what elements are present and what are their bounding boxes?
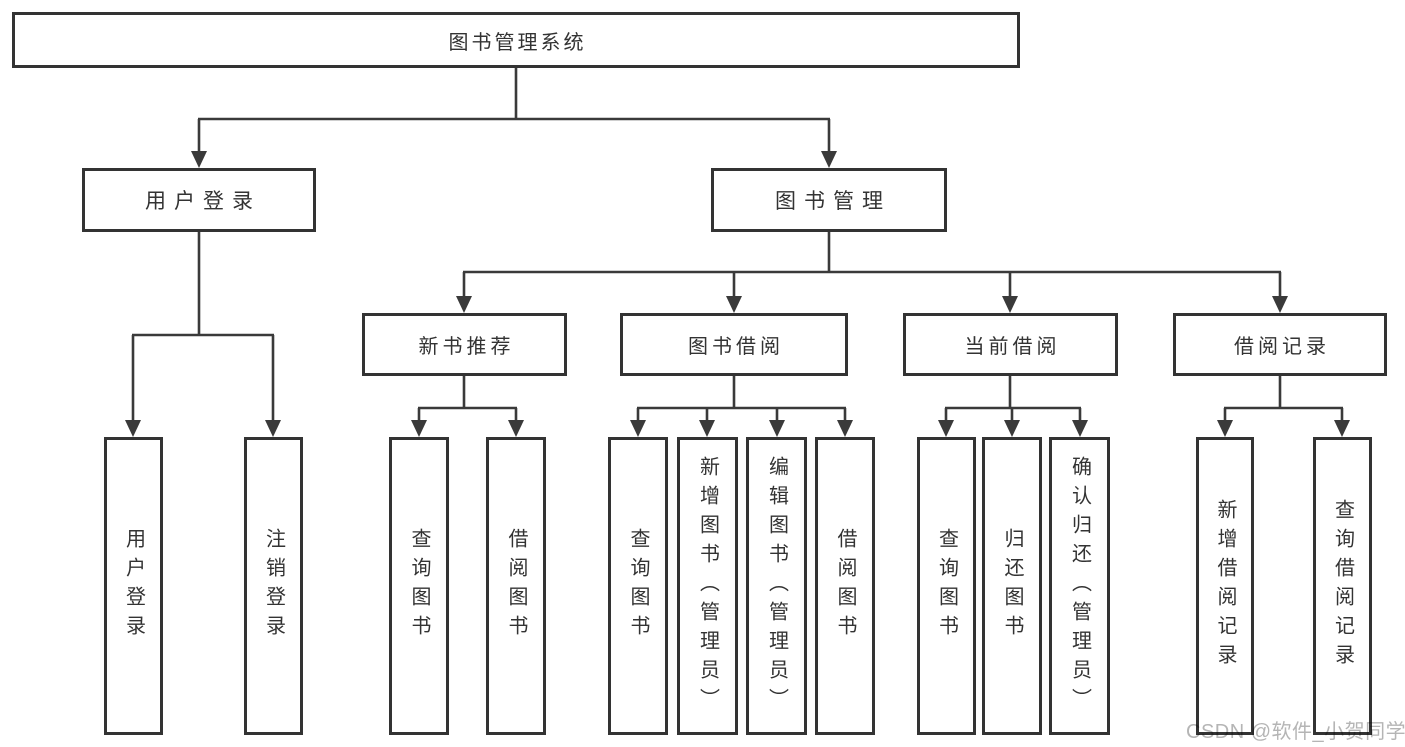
connector-book-management-to-level3 — [456, 232, 1288, 313]
node-borrow-records: 借阅记录 — [1173, 313, 1387, 376]
leaf-query-book-recommend: 查询图书 — [389, 437, 449, 735]
node-root-system: 图书管理系统 — [12, 12, 1020, 68]
leaf-query-book-current-label: 查询图书 — [935, 528, 958, 644]
node-user-login: 用户登录 — [82, 168, 316, 232]
leaf-logout-label: 注销登录 — [262, 528, 285, 644]
leaf-borrow-book: 借阅图书 — [815, 437, 875, 735]
connector-borrow-records-to-leaves — [1217, 376, 1350, 437]
leaf-query-book-borrow-label: 查询图书 — [627, 528, 649, 644]
leaf-confirm-return-admin: 确认归还（管理员） — [1049, 437, 1110, 735]
leaf-return-book: 归还图书 — [982, 437, 1042, 735]
leaf-user-login: 用户登录 — [104, 437, 163, 735]
leaf-borrow-book-recommend-label: 借阅图书 — [505, 528, 527, 644]
connector-user-login-to-leaves — [125, 232, 281, 437]
connector-book-borrow-to-leaves — [630, 376, 853, 437]
leaf-query-book-borrow: 查询图书 — [608, 437, 668, 735]
connector-root-to-level2 — [191, 68, 837, 168]
leaf-borrow-book-recommend: 借阅图书 — [486, 437, 546, 735]
leaf-logout: 注销登录 — [244, 437, 303, 735]
leaf-return-book-label: 归还图书 — [1001, 528, 1023, 644]
node-book-borrow: 图书借阅 — [620, 313, 848, 376]
leaf-edit-book-admin-label: 编辑图书（管理员） — [765, 455, 788, 717]
leaf-user-login-label: 用户登录 — [122, 528, 145, 644]
leaf-add-book-admin: 新增图书（管理员） — [677, 437, 738, 735]
node-current-borrow: 当前借阅 — [903, 313, 1118, 376]
leaf-query-book-recommend-label: 查询图书 — [408, 528, 430, 644]
connector-new-book-rec-to-leaves — [411, 376, 524, 437]
node-new-book-recommend: 新书推荐 — [362, 313, 567, 376]
leaf-query-borrow-record: 查询借阅记录 — [1313, 437, 1372, 735]
node-book-management: 图书管理 — [711, 168, 947, 232]
leaf-borrow-book-label: 借阅图书 — [834, 528, 856, 644]
leaf-add-borrow-record-label: 新增借阅记录 — [1214, 499, 1236, 673]
leaf-query-borrow-record-label: 查询借阅记录 — [1331, 499, 1354, 673]
connector-current-borrow-to-leaves — [938, 376, 1088, 437]
csdn-watermark: CSDN @软件_小贺同学 — [1186, 721, 1405, 743]
leaf-add-borrow-record: 新增借阅记录 — [1196, 437, 1254, 735]
leaf-edit-book-admin: 编辑图书（管理员） — [746, 437, 807, 735]
leaf-add-book-admin-label: 新增图书（管理员） — [696, 455, 719, 717]
leaf-query-book-current: 查询图书 — [917, 437, 976, 735]
leaf-confirm-return-admin-label: 确认归还（管理员） — [1068, 455, 1091, 717]
